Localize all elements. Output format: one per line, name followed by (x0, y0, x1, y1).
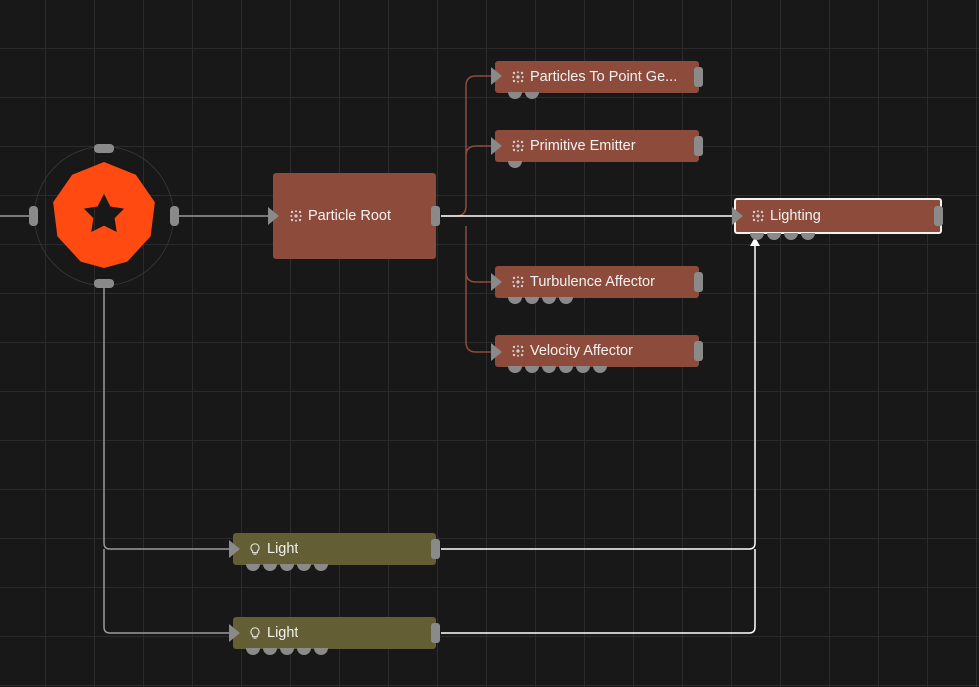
particle-icon (512, 140, 524, 152)
scene-root-top-port[interactable] (94, 144, 114, 153)
light-1-output-port[interactable] (431, 539, 440, 559)
property-port[interactable] (246, 564, 260, 571)
property-port[interactable] (525, 92, 539, 99)
particle-root-input-port[interactable] (268, 207, 279, 225)
property-port[interactable] (559, 366, 573, 373)
property-port[interactable] (525, 366, 539, 373)
node-lighting[interactable]: Lighting (734, 198, 942, 234)
lighting-output-port[interactable] (934, 206, 943, 226)
velocity-affector-output-port[interactable] (694, 341, 703, 361)
node-particle-root[interactable]: Particle Root (273, 173, 436, 259)
scene-root-bottom-port[interactable] (94, 279, 114, 288)
property-port[interactable] (297, 648, 311, 655)
velocity-affector-input-port[interactable] (491, 343, 502, 361)
node-turbulence-affector[interactable]: Turbulence Affector (495, 266, 699, 298)
property-port[interactable] (246, 648, 260, 655)
wire-lights-to-lighting (441, 244, 756, 634)
particles-to-point-input-port[interactable] (491, 67, 502, 85)
particle-root-output-port[interactable] (431, 206, 440, 226)
property-port[interactable] (542, 297, 556, 304)
node-velocity-affector[interactable]: Velocity Affector (495, 335, 699, 367)
scene-root-right-port[interactable] (170, 206, 179, 226)
lighting-property-ports (750, 233, 815, 240)
node-label: Primitive Emitter (530, 138, 636, 154)
particles-to-point-output-port[interactable] (694, 67, 703, 87)
node-light-2[interactable]: Light (233, 617, 436, 649)
light-1-input-port[interactable] (229, 540, 240, 558)
property-port[interactable] (508, 366, 522, 373)
property-port[interactable] (767, 233, 781, 240)
turbulence-affector-output-port[interactable] (694, 272, 703, 292)
property-port[interactable] (314, 564, 328, 571)
node-label: Turbulence Affector (530, 274, 655, 290)
light-2-input-port[interactable] (229, 624, 240, 642)
primitive-emitter-property-ports (508, 161, 522, 168)
particle-icon (512, 345, 524, 357)
property-port[interactable] (314, 648, 328, 655)
particle-icon (512, 71, 524, 83)
property-port[interactable] (801, 233, 815, 240)
node-label: Lighting (770, 208, 821, 224)
lighting-input-port[interactable] (732, 207, 743, 225)
gear-logo-icon (51, 162, 157, 268)
property-port[interactable] (576, 366, 590, 373)
property-port[interactable] (280, 564, 294, 571)
node-label: Light (267, 625, 299, 641)
wire-scene-to-lights (103, 288, 230, 634)
node-label: Light (267, 541, 299, 557)
light-2-output-port[interactable] (431, 623, 440, 643)
property-port[interactable] (508, 92, 522, 99)
property-port[interactable] (750, 233, 764, 240)
bulb-icon (249, 543, 261, 555)
node-particles-to-point[interactable]: Particles To Point Ge... (495, 61, 699, 93)
scene-root-left-port[interactable] (29, 206, 38, 226)
property-port[interactable] (784, 233, 798, 240)
node-primitive-emitter[interactable]: Primitive Emitter (495, 130, 699, 162)
property-port[interactable] (593, 366, 607, 373)
light-2-property-ports (246, 648, 328, 655)
node-label: Particle Root (308, 208, 392, 224)
node-label: Velocity Affector (530, 343, 633, 359)
particle-icon (290, 210, 302, 222)
property-port[interactable] (542, 366, 556, 373)
turbulence-affector-input-port[interactable] (491, 273, 502, 291)
node-light-1[interactable]: Light (233, 533, 436, 565)
property-port[interactable] (525, 297, 539, 304)
particle-icon (752, 210, 764, 222)
property-port[interactable] (559, 297, 573, 304)
property-port[interactable] (508, 161, 522, 168)
property-port[interactable] (280, 648, 294, 655)
primitive-emitter-input-port[interactable] (491, 137, 502, 155)
particle-icon (512, 276, 524, 288)
property-port[interactable] (297, 564, 311, 571)
light-1-property-ports (246, 564, 328, 571)
velocity-affector-property-ports (508, 366, 607, 373)
property-port[interactable] (263, 564, 277, 571)
wire-particle-root-children (441, 75, 493, 353)
turbulence-affector-property-ports (508, 297, 573, 304)
wire-arrowhead (750, 237, 760, 246)
property-port[interactable] (508, 297, 522, 304)
node-label: Particles To Point Ge... (530, 69, 678, 85)
bulb-icon (249, 627, 261, 639)
particles-to-point-property-ports (508, 92, 539, 99)
primitive-emitter-output-port[interactable] (694, 136, 703, 156)
property-port[interactable] (263, 648, 277, 655)
